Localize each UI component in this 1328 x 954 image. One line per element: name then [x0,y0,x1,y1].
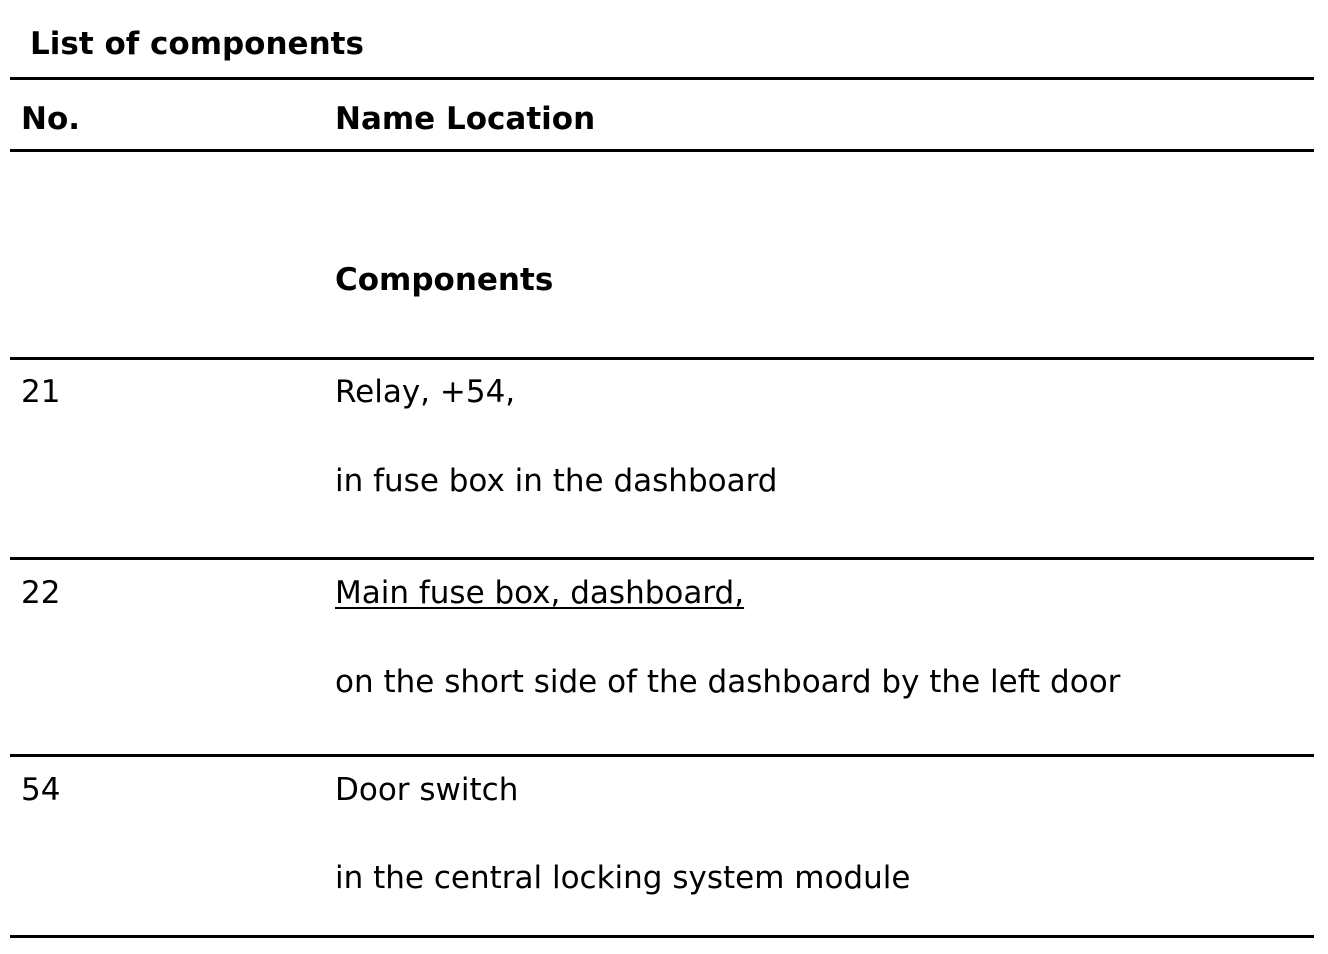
row-number: 22 [21,575,61,611]
table-top-rule [10,77,1314,80]
header-bottom-rule [10,149,1314,152]
component-name: Relay, +54, [335,374,516,410]
component-location: in fuse box in the dashboard [335,463,778,499]
row-divider [10,754,1314,757]
component-name-link[interactable]: Main fuse box, dashboard, [335,575,745,611]
component-location: on the short side of the dashboard by th… [335,664,1121,700]
component-location: in the central locking system module [335,860,911,896]
page-title: List of components [30,26,364,62]
row-number: 21 [21,374,61,410]
row-divider [10,557,1314,560]
row-number: 54 [21,772,61,808]
section-heading: Components [335,262,554,298]
table-bottom-rule [10,935,1314,938]
component-name: Door switch [335,772,519,808]
section-bottom-rule [10,357,1314,360]
header-no: No. [21,101,81,137]
header-name-location: Name Location [335,101,596,137]
